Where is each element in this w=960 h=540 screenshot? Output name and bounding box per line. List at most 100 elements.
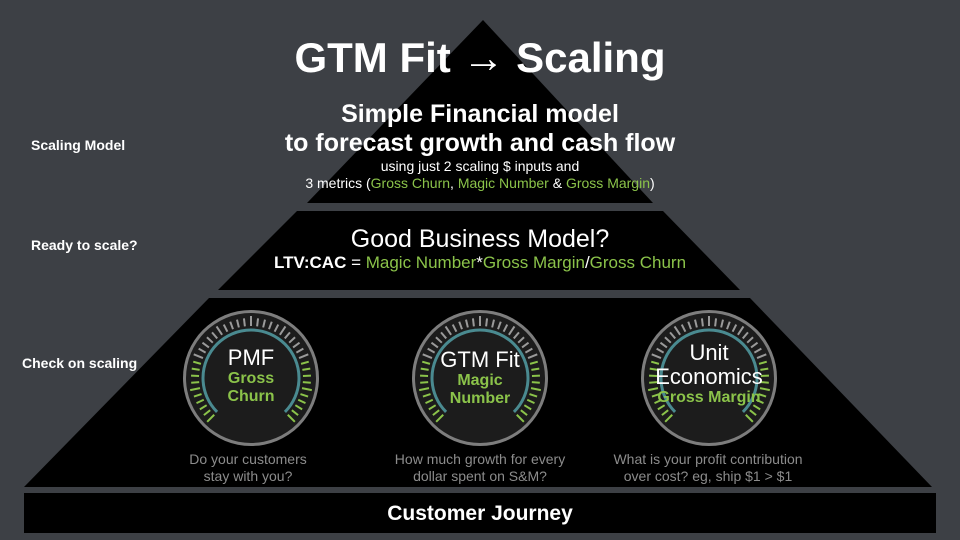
- gauge-tick: [520, 409, 528, 416]
- formula-equals: =: [346, 253, 366, 272]
- gauge-tick: [726, 321, 731, 330]
- gauge-tick: [300, 360, 310, 365]
- gauge-tick: [521, 341, 530, 349]
- gauge-tick: [465, 319, 469, 328]
- gauge-tick: [524, 347, 533, 354]
- gauge-tick: [300, 393, 309, 398]
- middle-tier-heading: Good Business Model?: [350, 225, 610, 253]
- gauge-tick: [294, 404, 303, 411]
- gauge-tick: [752, 404, 761, 411]
- subtext-prefix: 3 metrics (: [305, 175, 371, 191]
- question-line: stay with you?: [203, 468, 293, 484]
- gauge-arc: [201, 328, 301, 413]
- pyramid-tier-middle: [218, 211, 740, 290]
- gauge-tick: [430, 341, 439, 349]
- gauge-tick: [301, 387, 313, 392]
- gauge-tick: [656, 347, 665, 354]
- gauge-tick: [742, 331, 749, 340]
- question-line: What is your profit contribution: [613, 451, 803, 467]
- gauge-tick: [531, 381, 540, 384]
- gauge-tick: [191, 367, 200, 371]
- gauge-tick: [418, 387, 430, 392]
- gauge-tick: [422, 393, 431, 398]
- gauge-tick: [756, 353, 767, 360]
- gauge-pmf: [183, 310, 319, 446]
- gauge-unit-economics: [641, 310, 777, 446]
- gauge-tick: [680, 324, 687, 333]
- gauge-question-pmf: Do your customers stay with you?: [128, 451, 368, 485]
- level-label-ready-to-scale: Ready to scale?: [31, 237, 138, 253]
- gauge-tick: [428, 404, 437, 411]
- gauge-tick: [654, 398, 663, 405]
- gauge-tick: [196, 398, 205, 405]
- gauge-tick: [673, 325, 681, 336]
- gauge-tick: [284, 331, 291, 340]
- gauge-tick: [211, 331, 218, 340]
- gauge-tick: [420, 381, 429, 384]
- gauge-tick: [694, 319, 698, 328]
- top-tier-subtext-line1: using just 2 scaling $ inputs and: [380, 158, 580, 174]
- gauge-metric: Magic: [457, 372, 503, 389]
- gauge-tick: [288, 336, 296, 344]
- gauge-tick: [485, 318, 489, 327]
- gauge-tick: [302, 367, 311, 371]
- subtext-suffix: ): [650, 175, 655, 191]
- gauge-tick: [435, 336, 443, 344]
- gauge-tick: [229, 321, 234, 330]
- question-line: How much growth for every: [394, 451, 566, 467]
- gauge-metric: Gross: [227, 370, 275, 387]
- metric-magic-number: Magic Number: [457, 175, 549, 191]
- gauge-tick: [647, 387, 659, 392]
- gauge-tick: [292, 341, 301, 349]
- gauge-tick: [753, 347, 762, 354]
- gauge-tick: [295, 347, 304, 354]
- gauge-arc: [430, 328, 530, 413]
- gauge-tick: [749, 409, 757, 416]
- formula-operator: /: [584, 253, 590, 272]
- ltv-cac-formula: LTV:CAC = Magic Number*Gross Margin/Gros…: [0, 253, 960, 273]
- gauge-tick: [737, 325, 745, 336]
- gauge-tick: [758, 393, 767, 398]
- gauge-tick: [191, 381, 200, 384]
- gauge-tick: [714, 318, 718, 327]
- gauge-tick: [755, 398, 764, 405]
- formula-magic-number: Magic Number: [365, 253, 477, 272]
- gauge-tick: [425, 398, 434, 405]
- gauge-tick: [256, 318, 260, 327]
- gauge-tick: [664, 336, 672, 344]
- gauge-tick: [523, 404, 532, 411]
- gauge-tick: [422, 353, 433, 360]
- formula-gross-margin: Gross Margin: [482, 253, 585, 272]
- gauge-tick: [760, 381, 769, 384]
- gauge-tick: [659, 341, 668, 349]
- formula-operator: *: [476, 253, 483, 272]
- gauge-tick: [649, 381, 658, 384]
- gauge-tick: [651, 353, 662, 360]
- gauge-tick: [687, 321, 692, 330]
- question-line: dollar spent on S&M?: [413, 468, 547, 484]
- gauge-gtm-fit-text: GTM Fit Magic Number: [405, 348, 555, 408]
- gauge-tick: [291, 409, 299, 416]
- gauge-pmf-text: PMF Gross Churn: [176, 346, 326, 406]
- top-tier-subtext-line2: 3 metrics (Gross Churn, Magic Number & G…: [0, 175, 960, 192]
- gauge-tick: [526, 398, 535, 405]
- gauge-metric: Gross Margin: [657, 389, 761, 406]
- gauge-gtm-fit: [412, 310, 548, 446]
- gauge-tick: [497, 321, 502, 330]
- gauge-title: GTM Fit: [440, 347, 520, 372]
- gauge-tick: [657, 404, 666, 411]
- gauge-tick: [242, 318, 246, 327]
- gauge-tick: [502, 324, 509, 333]
- metric-gross-margin: Gross Margin: [565, 175, 650, 191]
- gauge-tick: [297, 398, 306, 405]
- gauge-tick: [199, 404, 208, 411]
- gauge-tick: [517, 336, 525, 344]
- gauge-tick: [513, 331, 520, 340]
- gauge-question-gtm-fit: How much growth for every dollar spent o…: [360, 451, 600, 485]
- gauge-tick: [236, 319, 240, 328]
- gauge-title: Unit: [689, 340, 729, 365]
- gauge-tick: [508, 325, 516, 336]
- pyramid-tier-top: [307, 20, 653, 203]
- gauge-tick: [206, 414, 215, 423]
